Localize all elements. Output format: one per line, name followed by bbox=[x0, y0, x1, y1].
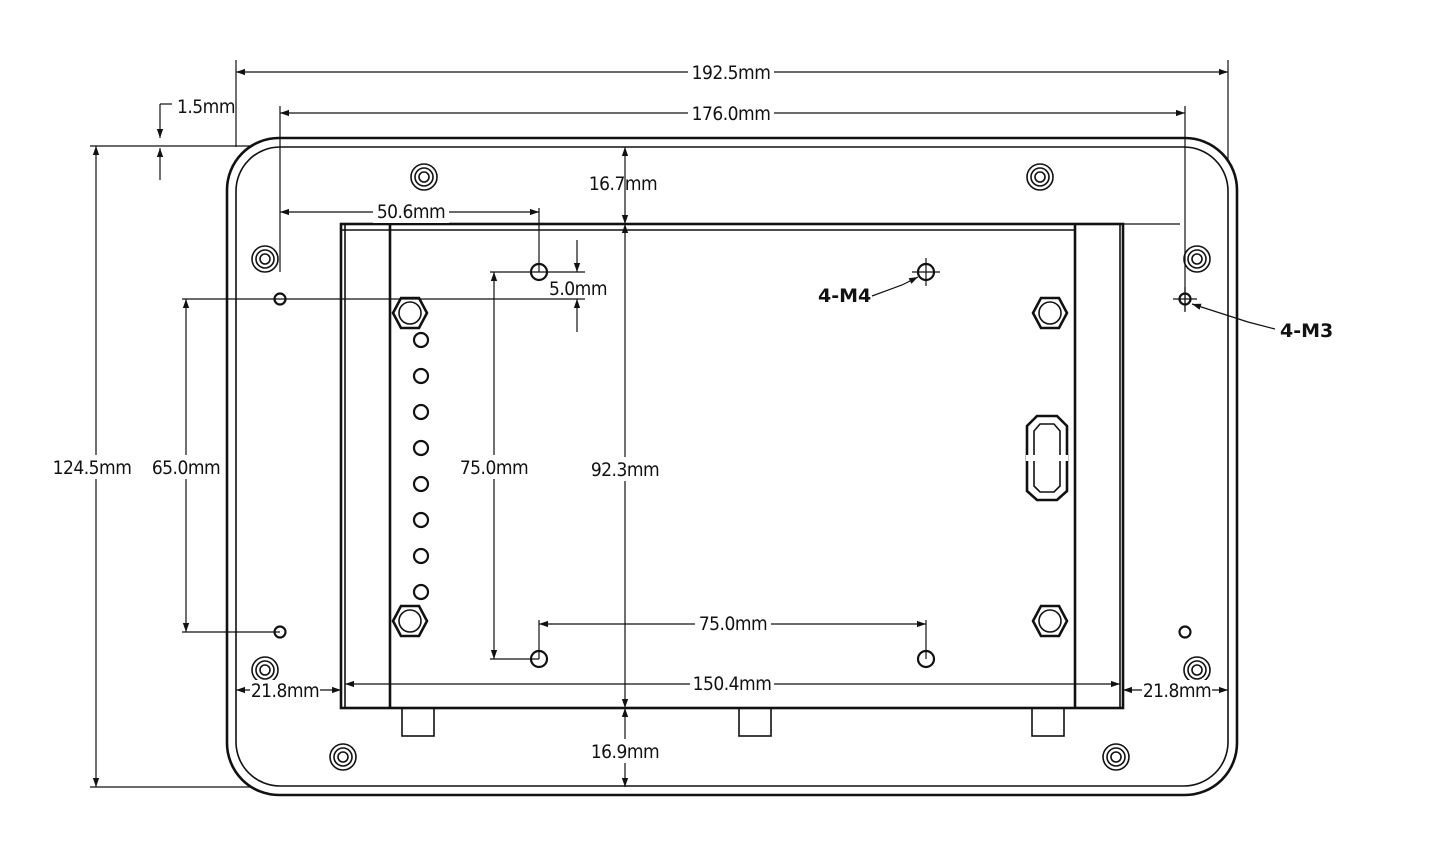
button-column bbox=[412, 331, 430, 601]
m4-hole-marker bbox=[912, 258, 940, 286]
hdmi-port-icon bbox=[1025, 414, 1069, 502]
dim-panel-height: 92.3mm bbox=[591, 459, 659, 481]
enclosure-outline bbox=[225, 136, 1239, 797]
dim-frame-thickness: 1.5mm bbox=[177, 96, 235, 118]
dim-right-margin: 21.8mm bbox=[1143, 680, 1211, 702]
connector-tab-center bbox=[738, 707, 772, 737]
screw-bosses bbox=[251, 163, 1211, 771]
connector-tab-left bbox=[401, 707, 435, 737]
dim-top-offset: 16.7mm bbox=[589, 173, 657, 195]
hex-nut-top-left bbox=[391, 296, 429, 330]
dim-panel-width: 150.4mm bbox=[693, 673, 772, 695]
dim-left-offset: 50.6mm bbox=[377, 201, 445, 223]
dim-hole-vertical-offset: 5.0mm bbox=[549, 278, 607, 300]
m3-mounting-holes bbox=[273, 287, 1197, 639]
dim-vesa-height: 75.0mm bbox=[460, 457, 528, 479]
dim-overall-width: 192.5mm bbox=[692, 62, 771, 84]
dim-vesa-width: 75.0mm bbox=[699, 613, 767, 635]
connector-tab-right bbox=[1031, 707, 1065, 737]
display-module bbox=[339, 222, 1180, 737]
hex-nuts bbox=[391, 296, 1069, 638]
dim-inner-mount-height: 65.0mm bbox=[152, 457, 220, 479]
dim-mount-width: 176.0mm bbox=[692, 103, 771, 125]
callout-m4-holes: 4-M4 bbox=[818, 285, 871, 307]
callout-m3-holes: 4-M3 bbox=[1280, 320, 1333, 342]
hex-nut-top-right bbox=[1031, 296, 1069, 330]
dim-overall-height: 124.5mm bbox=[53, 457, 132, 479]
vesa-m4-holes bbox=[529, 258, 940, 669]
dim-bottom-offset: 16.9mm bbox=[591, 741, 659, 763]
hex-nut-bottom-left bbox=[391, 604, 429, 638]
dimension-labels: 192.5mm 176.0mm 1.5mm 124.5mm 65.0mm 75.… bbox=[50, 62, 1333, 763]
hex-nut-bottom-right bbox=[1031, 604, 1069, 638]
dim-left-margin: 21.8mm bbox=[251, 680, 319, 702]
